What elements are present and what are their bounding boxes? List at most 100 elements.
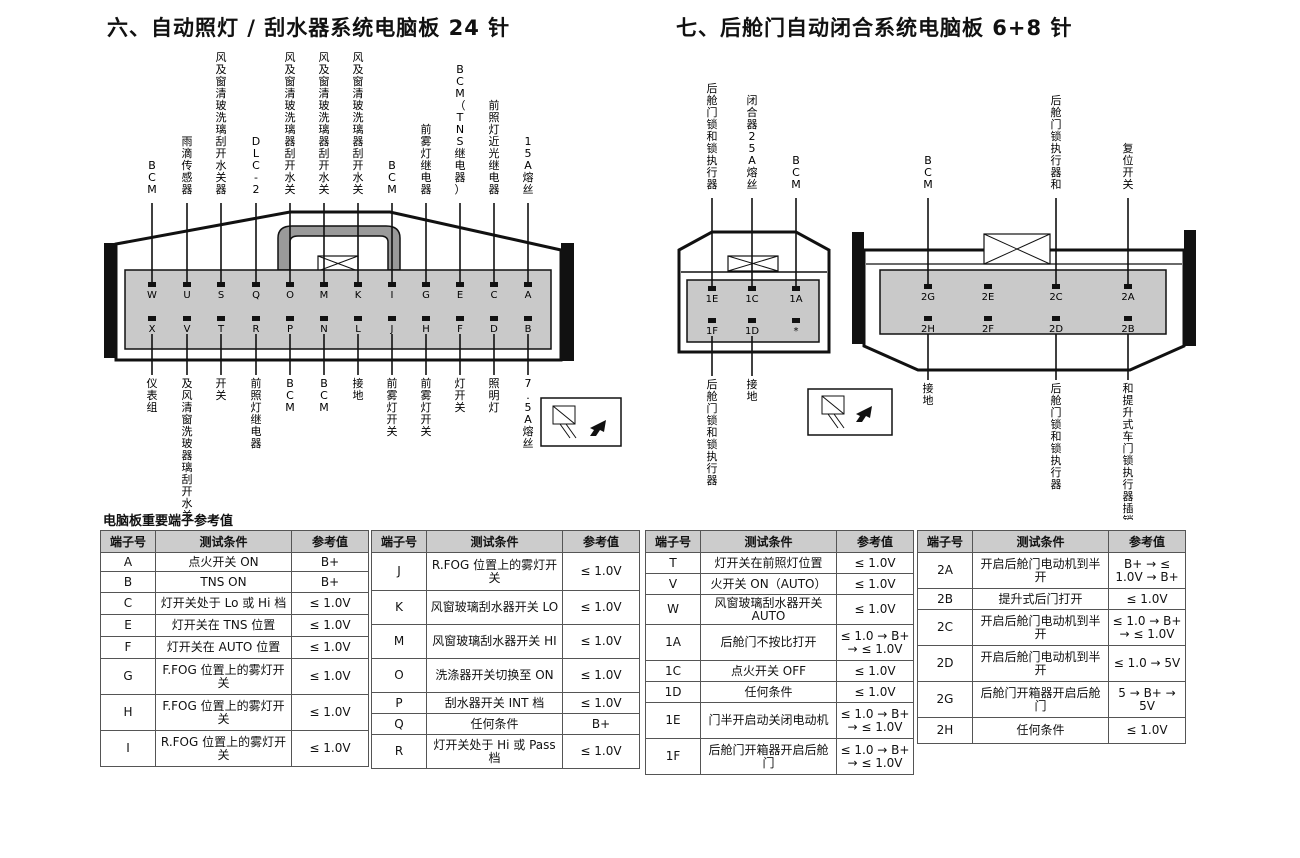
mid_connector-top-label-char: 舱	[707, 93, 718, 107]
right_connector-bottom-label-char: 接	[923, 382, 934, 395]
mid_connector-top-label-char: 丝	[747, 178, 758, 191]
left_connector-bottom-label-char: 璃	[182, 460, 193, 474]
terminal-cell: C	[100, 592, 156, 615]
reference-value-cell: ≤ 1.0V	[562, 590, 640, 625]
left_connector-bottom-label-char: 照	[251, 389, 262, 402]
reference-value-cell: ≤ 1.0 → B+ → ≤ 1.0V	[1108, 609, 1186, 646]
mid_connector-top-label-char: 合	[747, 105, 758, 119]
left_connector-top-label-char: 器	[489, 183, 500, 196]
left_connector-pin-H: H	[422, 324, 430, 335]
left_connector-top-label-char: 洗	[285, 111, 296, 124]
right_connector-pin-2G: 2G	[921, 292, 935, 303]
left_connector-pin-Q-contact	[252, 282, 260, 287]
left_connector-top-label-char: 器	[216, 183, 227, 196]
left_connector-top-label-char: 及	[285, 63, 296, 76]
left_connector-pin-G: G	[422, 290, 430, 301]
right_connector-bottom-label-char: 锁	[1123, 453, 1134, 467]
left_connector-pin-O-contact	[286, 282, 294, 287]
left_connector-bottom-label: 开关	[216, 377, 227, 402]
right_connector-top-label-char: M	[923, 178, 933, 191]
right_connector-pin-2G-contact	[924, 284, 932, 289]
left_connector-bottom-label-char: 灯	[455, 377, 466, 390]
left_connector-top-label: BCM	[387, 159, 397, 196]
left_connector-top-label-char: D	[252, 135, 260, 148]
right_connector-pin-2A: 2A	[1121, 292, 1134, 303]
left_connector-top-label-char: 及	[353, 63, 364, 76]
left_connector-bottom-label: 灯开关	[455, 377, 466, 414]
mid_connector-top-label-char: 后	[707, 82, 718, 95]
mid_connector-top-label-char: 5	[749, 142, 756, 155]
right_connector-top-label-char: 器	[1051, 166, 1062, 179]
right_connector-bottom-label-char: 插	[1123, 501, 1134, 515]
left_connector-top-label-char: 器	[182, 183, 193, 196]
left_connector-top-label-char: 5	[525, 147, 532, 160]
left_connector-pin-D-contact	[490, 316, 498, 321]
left_connector-pin-A-contact	[524, 282, 532, 287]
reference-value-cell: ≤ 1.0V	[291, 730, 369, 767]
mid_connector-bottom-label-char: 器	[707, 474, 718, 487]
left_connector-top-label-char: 开	[216, 147, 227, 160]
left_connector-top-label-char: 窗	[353, 74, 364, 88]
table-header-cell: 端子号	[100, 530, 156, 553]
condition-cell: 开启后舱门电动机到半开	[972, 552, 1109, 589]
reference-value-cell: ≤ 1.0V	[291, 694, 369, 731]
terminal-cell: A	[100, 552, 156, 572]
terminal-cell: 2G	[917, 681, 973, 718]
left_connector-top-label-char: 清	[216, 87, 227, 100]
terminal-cell: 2C	[917, 609, 973, 646]
left_connector-top-label-char: 窗	[285, 74, 296, 88]
reference-value-cell: ≤ 1.0 → B+ → ≤ 1.0V	[836, 702, 914, 739]
left_connector-top-label-char: 璃	[216, 122, 227, 136]
reference-value-cell: ≤ 1.0V	[562, 552, 640, 591]
right_connector-bottom-label-char: 执	[1123, 465, 1134, 479]
left_connector-pin-S: S	[218, 290, 224, 301]
table-header-cell: 测试条件	[426, 530, 563, 553]
left_connector-bottom-label-char: 电	[251, 425, 262, 438]
left_connector-top-label-char: 熔	[523, 170, 534, 184]
right_connector-top-label: BCM	[923, 154, 933, 191]
left_connector-top-label-char: 玻	[285, 99, 296, 112]
mid_connector-bottom-label-char: 锁	[707, 413, 718, 427]
left_connector-top-label-char: 器	[455, 171, 466, 184]
left_connector-top-label-char: M	[147, 183, 157, 196]
right_connector-bottom-label-char: 地	[923, 394, 934, 407]
left_connector-top-label-char: ）	[455, 183, 466, 196]
condition-cell: 后舱门开箱器开启后舱门	[700, 738, 837, 775]
reference-value-cell: 5 → B+ → 5V	[1108, 681, 1186, 718]
left_connector-pin-U-contact	[183, 282, 191, 287]
left_connector-top-label-char: C	[148, 171, 156, 184]
right-connector	[852, 230, 1196, 372]
left_connector-bottom-label-char: 仪	[147, 377, 158, 390]
left_connector-top-label-char: L	[253, 147, 260, 160]
condition-cell: 风窗玻璃刮水器开关 AUTO	[700, 594, 837, 625]
right_connector-bottom-label-char: 执	[1051, 453, 1062, 467]
reference-value-cell: B+	[291, 552, 369, 572]
left_connector-top-label-char: 水	[353, 171, 364, 184]
left_connector-bottom-label: 接地	[353, 377, 364, 402]
left_connector-pin-I-contact	[388, 282, 396, 287]
left_connector-pin-O: O	[286, 290, 294, 301]
left_connector-pin-J: J	[390, 324, 394, 335]
left_connector-top-label-char: 器	[285, 135, 296, 148]
left_connector-top-label-char: （	[455, 99, 466, 112]
left_connector-pin-H-contact	[422, 316, 430, 321]
condition-cell: 火开关 ON（AUTO）	[700, 573, 837, 595]
left_connector-pin-V-contact	[183, 316, 191, 321]
right_connector-bottom-label-char: 和	[1051, 430, 1062, 443]
left_connector-bottom-label-char: A	[524, 413, 532, 426]
right_connector-bottom-label-char: 锁	[1051, 417, 1062, 431]
right_connector-top-label-char: C	[924, 166, 932, 179]
mid_connector-top-label-char: 锁	[707, 141, 718, 155]
